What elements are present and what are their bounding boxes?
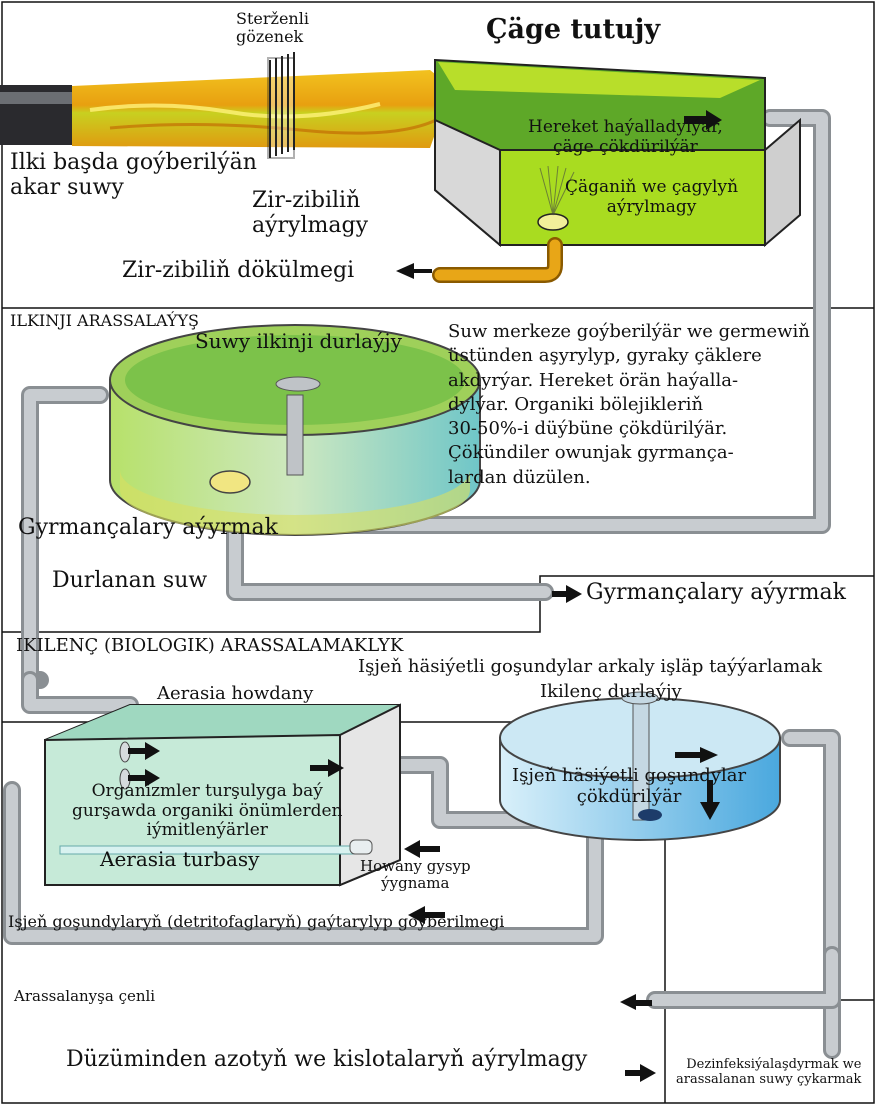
arrow-left-icon [404,840,440,858]
air-pump-label: Howany gysyp ýygnama [360,857,471,893]
arrow-down-icon [700,780,720,820]
grit-motion-label: Hereket haýalladylýar, çäge çökdürilýär [528,117,723,157]
bar-screen [267,52,295,159]
primary-clarifier [109,324,481,536]
aeration-description: Organizmler turşulyga baý gurşawda organ… [72,781,343,841]
aeration-pipe-label: Aerasia turbasy [100,847,260,871]
sludge-removal-right: Gyrmançalary aýyrmak [586,580,846,605]
primary-section-header: ILKINJI ARASSALAÝYŞ [10,311,200,330]
process-arrows [128,110,722,1082]
tertiary-section-header-visible: Arassalanyşa çenli [14,987,156,1005]
secondary-subheader: Işjeň häsiýetli goşundylar arkaly işläp … [358,656,822,677]
arrow-right-icon [128,742,160,760]
arrow-right-icon [684,110,722,130]
inflow-pipe [0,70,740,148]
secondary-clarifier-title: Ikilenç durlaýjy [540,681,682,702]
connecting-pipes [3,109,841,1059]
debris-chute [432,237,563,283]
arrow-right-icon [625,1064,656,1082]
sludge-removal-left: Gyrmançalary aýyrmak [18,515,278,540]
arrow-left-icon [396,263,432,279]
arrow-right-icon [675,747,718,763]
diagram-title: Çäge tutujy [486,14,661,45]
inflow-label: Ilki başda goýberilýän akar suwy [10,150,257,201]
arrow-right-icon [552,585,582,603]
primary-clarifier-label: Suwy ilkinji durlaýjy [195,329,402,353]
clarified-water-label: Durlanan suw [52,568,208,593]
disinfection-label: Dezinfeksiýalaşdyrmak we arassalanan suw… [676,1057,862,1087]
grit-chamber [434,58,801,248]
bar-screen-label: Sterženli gözenek [236,9,309,47]
arrow-left-icon [620,994,652,1010]
return-sludge-label: Işjeň goşundylaryň (detritofaglaryň) gaý… [8,912,505,931]
debris-dump-label: Zir-zibiliň dökülmegi [122,258,355,283]
secondary-section-header: IKILENÇ (BIOLOGIK) ARASSALAMAKLYK [16,635,404,656]
arrow-left-icon [408,906,445,924]
grit-removal-label: Çäganiň we çagylyň aýrylmagy [565,177,739,217]
debris-removal-label: Zir-zibiliň aýrylmagy [252,188,369,239]
secondary-clarifier-description: Işjeň häsiýetli goşundylar çökdürilýär [512,765,747,807]
primary-description: Suw merkeze goýberilýär we germewiň üstü… [448,321,810,488]
nutrient-removal-label: Düzüminden azotyň we kislotalaryň aýrylm… [66,1047,588,1072]
arrow-right-icon [310,759,344,777]
aeration-tank-title: Aerasia howdany [157,683,314,704]
arrow-right-icon [128,769,160,787]
